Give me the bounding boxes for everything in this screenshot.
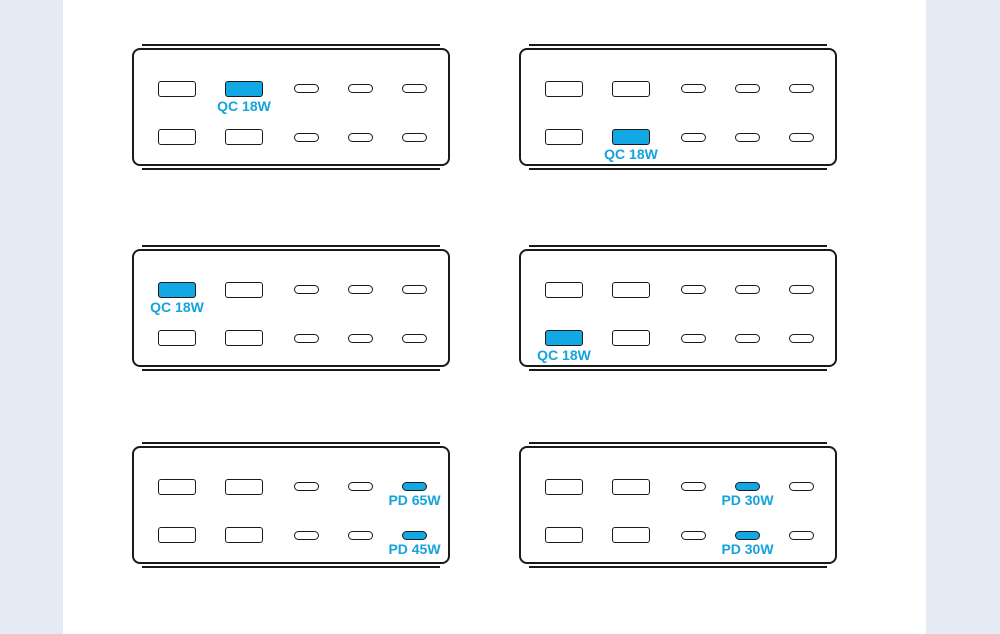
charger-1: QC 18W: [132, 44, 450, 170]
usb-c-port-active: [735, 531, 760, 540]
usb-c-port: [681, 531, 706, 540]
usb-c-port: [681, 482, 706, 491]
usb-a-port: [545, 129, 583, 145]
usb-c-port: [348, 334, 373, 343]
usb-c-port: [348, 84, 373, 93]
usb-c-port: [789, 133, 814, 142]
usb-c-port: [789, 285, 814, 294]
usb-c-port: [294, 482, 319, 491]
charger-4: QC 18W: [519, 245, 837, 371]
port-power-label: PD 30W: [721, 541, 774, 557]
usb-c-port: [735, 133, 760, 142]
usb-c-port: [789, 84, 814, 93]
port-power-label: QC 18W: [150, 299, 204, 315]
usb-a-port: [612, 479, 650, 495]
port-power-label: QC 18W: [217, 98, 271, 114]
usb-a-port: [612, 81, 650, 97]
usb-a-port: [225, 479, 263, 495]
usb-a-port: [158, 129, 196, 145]
usb-c-port: [681, 285, 706, 294]
usb-a-port: [158, 527, 196, 543]
usb-a-port: [158, 330, 196, 346]
port-power-label: QC 18W: [537, 347, 591, 363]
usb-c-port: [789, 531, 814, 540]
usb-a-port: [612, 527, 650, 543]
usb-a-port: [545, 479, 583, 495]
usb-c-port: [681, 84, 706, 93]
usb-c-port: [735, 334, 760, 343]
usb-c-port: [348, 133, 373, 142]
usb-c-port-active: [735, 482, 760, 491]
usb-c-port-active: [402, 531, 427, 540]
charger-3: QC 18W: [132, 245, 450, 371]
port-power-label: PD 45W: [388, 541, 441, 557]
usb-c-port: [348, 482, 373, 491]
usb-a-port: [225, 527, 263, 543]
usb-c-port: [402, 285, 427, 294]
usb-a-port: [158, 81, 196, 97]
usb-c-port: [294, 334, 319, 343]
usb-a-port: [225, 129, 263, 145]
charger-5: PD 65W PD 45W: [132, 442, 450, 568]
usb-c-port: [294, 531, 319, 540]
usb-c-port: [348, 285, 373, 294]
usb-c-port: [735, 285, 760, 294]
usb-c-port: [789, 482, 814, 491]
usb-c-port: [402, 84, 427, 93]
usb-a-port: [225, 330, 263, 346]
usb-a-port-active: [545, 330, 583, 346]
usb-c-port: [735, 84, 760, 93]
usb-a-port: [612, 330, 650, 346]
usb-c-port: [294, 84, 319, 93]
usb-c-port: [789, 334, 814, 343]
usb-c-port: [681, 133, 706, 142]
usb-c-port: [681, 334, 706, 343]
usb-c-port: [294, 133, 319, 142]
port-power-label: QC 18W: [604, 146, 658, 162]
usb-a-port: [225, 282, 263, 298]
usb-a-port-active: [158, 282, 196, 298]
usb-a-port: [545, 81, 583, 97]
port-power-label: PD 30W: [721, 492, 774, 508]
usb-a-port: [545, 282, 583, 298]
charger-6: PD 30W PD 30W: [519, 442, 837, 568]
usb-c-port: [294, 285, 319, 294]
usb-c-port-active: [402, 482, 427, 491]
usb-a-port: [545, 527, 583, 543]
usb-c-port: [402, 133, 427, 142]
usb-c-port: [402, 334, 427, 343]
port-power-label: PD 65W: [388, 492, 441, 508]
usb-c-port: [348, 531, 373, 540]
charger-2: QC 18W: [519, 44, 837, 170]
usb-a-port: [612, 282, 650, 298]
usb-a-port: [158, 479, 196, 495]
usb-a-port-active: [225, 81, 263, 97]
usb-a-port-active: [612, 129, 650, 145]
